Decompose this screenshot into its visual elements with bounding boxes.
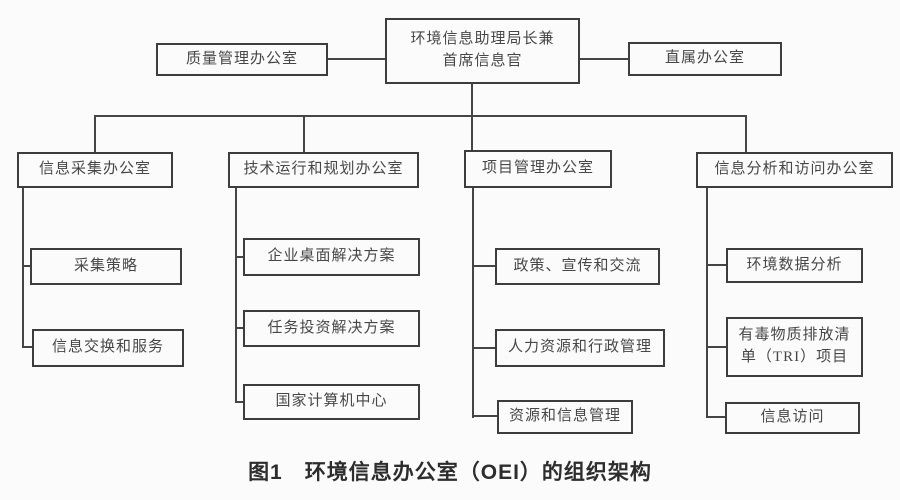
connector-stub-b3c3 <box>474 415 497 417</box>
figure-caption-title: 环境信息办公室（OEI）的组织架构 <box>304 461 652 484</box>
org-box-label: 信息交换和服务 <box>51 339 164 356</box>
org-box-collection-strategy: 采集策略 <box>30 248 182 285</box>
org-box-label: 信息采集办公室 <box>38 161 151 178</box>
org-box-label: 直属办公室 <box>664 50 745 67</box>
org-box-enterprise-desktop-solutions: 企业桌面解决方案 <box>243 238 420 276</box>
org-box-label: 质量管理办公室 <box>185 50 298 67</box>
org-box-information-access: 信息访问 <box>725 402 860 434</box>
connector-stub-b2c2 <box>237 327 245 329</box>
connector-drop-branch1 <box>94 117 96 152</box>
figure-caption: 图1 环境信息办公室（OEI）的组织架构 <box>0 456 900 486</box>
connector-staff-right <box>580 58 628 60</box>
org-box-info-exchange-services: 信息交换和服务 <box>32 329 184 367</box>
org-box-resource-info-management: 资源和信息管理 <box>497 400 633 434</box>
connector-spine-branch2 <box>235 188 237 403</box>
org-box-label: 技术运行和规划办公室 <box>243 161 404 178</box>
org-box-project-management-office: 项目管理办公室 <box>464 150 612 188</box>
org-box-label: 采集策略 <box>73 257 138 274</box>
connector-stub-b4c2 <box>708 346 726 348</box>
figure-caption-number: 图1 <box>248 461 283 484</box>
connector-stub-b1c2 <box>24 346 34 348</box>
connector-drop-branch2 <box>303 117 305 152</box>
org-box-tri-program: 有毒物质排放清单（TRI）项目 <box>726 317 863 377</box>
org-box-hr-admin-management: 人力资源和行政管理 <box>495 329 665 367</box>
org-box-label: 资源和信息管理 <box>508 408 621 425</box>
connector-stub-b3c1 <box>474 265 495 267</box>
connector-stub-b2c3 <box>237 401 245 403</box>
connector-stub-b2c1 <box>237 256 245 258</box>
org-box-label: 项目管理办公室 <box>481 160 594 177</box>
org-box-label: 企业桌面解决方案 <box>267 248 396 265</box>
org-box-label: 信息访问 <box>760 409 825 426</box>
org-box-tech-operations-planning-office: 技术运行和规划办公室 <box>228 152 419 188</box>
org-box-national-computer-center: 国家计算机中心 <box>243 384 420 420</box>
org-box-label: 环境数据分析 <box>746 256 843 273</box>
org-box-label: 人力资源和行政管理 <box>507 339 652 356</box>
connector-main-bar <box>94 115 747 117</box>
org-box-environmental-data-analysis: 环境数据分析 <box>726 248 863 283</box>
org-box-root: 环境信息助理局长兼 首席信息官 <box>385 18 580 84</box>
connector-staff-left <box>328 58 385 60</box>
org-box-label: 信息分析和访问办公室 <box>714 161 875 178</box>
org-box-info-collection-office: 信息采集办公室 <box>17 152 173 188</box>
org-box-policy-outreach-communication: 政策、宣传和交流 <box>495 248 660 285</box>
connector-spine-branch4 <box>706 188 708 418</box>
org-box-mission-investment-solutions: 任务投资解决方案 <box>243 310 420 347</box>
org-box-quality-management-office: 质量管理办公室 <box>156 43 328 76</box>
org-box-label: 有毒物质排放清单（TRI）项目 <box>738 327 851 365</box>
org-box-label: 政策、宣传和交流 <box>513 257 642 274</box>
connector-stub-b1c1 <box>24 265 32 267</box>
org-box-info-analysis-access-office: 信息分析和访问办公室 <box>696 152 893 188</box>
connector-stub-b4c3 <box>708 416 726 418</box>
connector-spine-branch3 <box>472 188 474 418</box>
connector-drop-branch4 <box>745 117 747 152</box>
connector-stub-b3c2 <box>474 347 495 349</box>
org-box-label: 任务投资解决方案 <box>267 319 396 336</box>
org-box-direct-office: 直属办公室 <box>628 42 782 76</box>
connector-spine-branch1 <box>22 188 24 348</box>
org-box-root-line2: 首席信息官 <box>442 53 523 69</box>
org-box-label: 国家计算机中心 <box>275 393 388 410</box>
connector-stub-b4c1 <box>708 264 726 266</box>
org-box-root-line1: 环境信息助理局长兼 <box>410 31 555 48</box>
connector-root-drop <box>471 84 473 117</box>
connector-drop-branch3 <box>471 117 473 152</box>
